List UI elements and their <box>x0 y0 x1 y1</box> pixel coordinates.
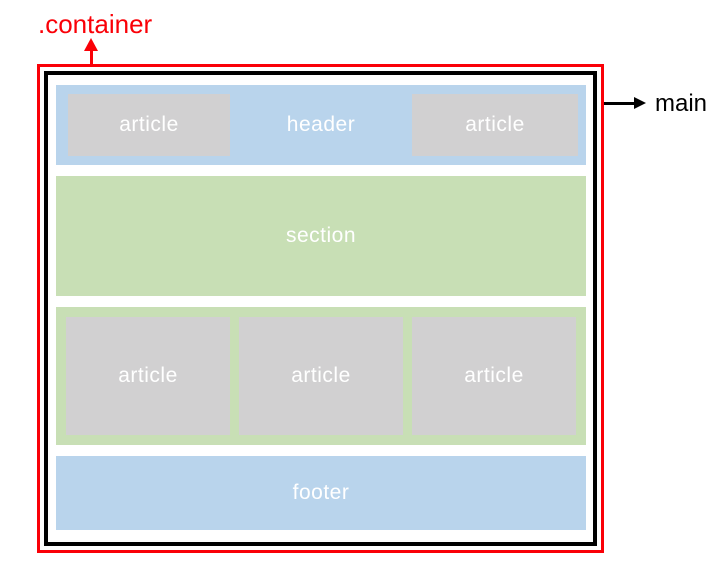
article-label: article <box>465 113 525 136</box>
article-label: article <box>119 113 179 136</box>
article-label: article <box>118 364 178 387</box>
footer-label: footer <box>292 481 350 504</box>
section-articles-row: article article article <box>56 307 586 445</box>
container-red-outline: article header article section article a… <box>37 64 604 553</box>
middle-article-1: article <box>66 317 230 435</box>
article-label: article <box>291 364 351 387</box>
middle-article-3: article <box>412 317 576 435</box>
header-label-wrap: header <box>56 113 586 137</box>
main-element-label: main <box>655 90 708 117</box>
container-arrow-line <box>90 50 93 66</box>
section-label: section <box>285 224 357 247</box>
main-arrow-right-icon <box>634 97 646 109</box>
section-element: section <box>56 176 586 296</box>
header-element: article header article <box>56 85 586 165</box>
header-article-left: article <box>68 94 230 156</box>
container-arrow-up-icon <box>84 38 98 51</box>
middle-article-2: article <box>239 317 403 435</box>
article-label: article <box>464 364 524 387</box>
main-arrow-line <box>595 102 635 105</box>
header-label: header <box>286 113 356 136</box>
main-black-outline: article header article section article a… <box>44 71 597 546</box>
header-article-right: article <box>412 94 578 156</box>
footer-element: footer <box>56 456 586 530</box>
container-selector-label: .container <box>38 9 153 39</box>
